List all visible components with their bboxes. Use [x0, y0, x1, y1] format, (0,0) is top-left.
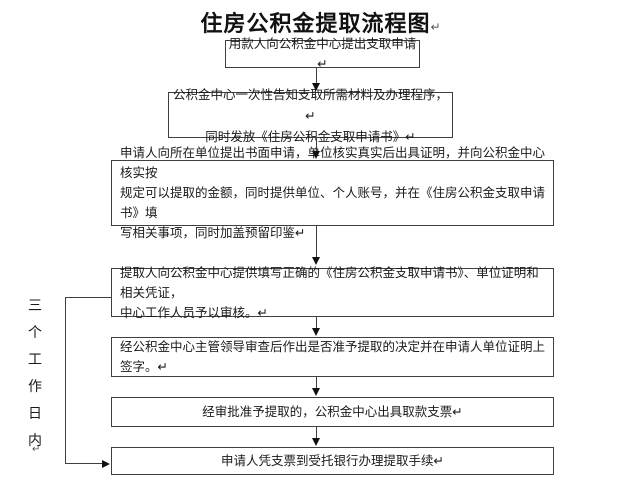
- step-text: 申请人向所在单位提出书面申请，单位核实真实后出具证明，并向公积金中心核实按 规定…: [120, 145, 546, 240]
- step-bank-withdrawal-procedure-box: 申请人凭支票到受托银行办理提取手续↵: [111, 447, 554, 475]
- step-text: 用款人向公积金中心提出支取申请↵: [228, 36, 417, 71]
- step-text: 公积金中心一次性告知支取所需材料及办理程序，↵ 同时发放《住房公积金支取申请书》…: [172, 86, 448, 144]
- step-text: 经公积金中心主管领导审查后作出是否准予提取的决定并在申请人单位证明上签字。↵: [120, 339, 546, 374]
- step-center-notify-materials-box: 公积金中心一次性告知支取所需材料及办理程序，↵ 同时发放《住房公积金支取申请书》…: [168, 87, 453, 144]
- duration-label: 三 个 工 作 日 内: [28, 298, 42, 449]
- arrow-right-icon: [102, 460, 110, 468]
- flow-connector-line-1: [316, 68, 317, 83]
- flow-connector-line-2: [316, 138, 317, 151]
- three-day-bracket-bottom-line: [65, 463, 102, 464]
- arrow-down-icon-2: [312, 151, 320, 159]
- three-day-bracket-top-line: [65, 297, 111, 298]
- arrow-down-icon-6: [312, 438, 320, 446]
- arrow-down-icon-5: [312, 388, 320, 396]
- step-leader-approval-decision-box: 经公积金中心主管领导审查后作出是否准予提取的决定并在申请人单位证明上签字。↵: [111, 337, 554, 377]
- step-submit-application-box: 用款人向公积金中心提出支取申请↵: [225, 36, 420, 71]
- step-issue-withdrawal-check-box: 经审批准予提取的，公积金中心出具取款支票↵: [111, 397, 554, 427]
- return-mark-icon: ↵: [32, 444, 41, 455]
- step-text: 提取人向公积金中心提供填写正确的《住房公积金支取申请书》、单位证明和相关凭证， …: [120, 264, 539, 320]
- arrow-down-icon-4: [312, 328, 320, 336]
- flow-connector-line-5: [316, 377, 317, 388]
- flow-connector-line-6: [316, 427, 317, 438]
- arrow-down-icon-3: [312, 257, 320, 265]
- flow-connector-line-4: [316, 317, 317, 328]
- page-title: 住房公积金提取流程图↵: [0, 6, 641, 38]
- step-text: 申请人凭支票到受托银行办理提取手续↵: [221, 453, 444, 468]
- step-text: 经审批准予提取的，公积金中心出具取款支票↵: [202, 404, 463, 419]
- return-mark-icon: ↵: [430, 20, 441, 34]
- arrow-down-icon-1: [312, 83, 320, 91]
- step-submit-documents-review-box: 提取人向公积金中心提供填写正确的《住房公积金支取申请书》、单位证明和相关凭证， …: [111, 265, 554, 320]
- flow-connector-line-3: [316, 226, 317, 257]
- page-title-text: 住房公积金提取流程图: [200, 12, 431, 37]
- step-employer-written-application-box: 申请人向所在单位提出书面申请，单位核实真实后出具证明，并向公积金中心核实按 规定…: [111, 145, 554, 240]
- three-day-bracket-vertical-line: [65, 297, 66, 464]
